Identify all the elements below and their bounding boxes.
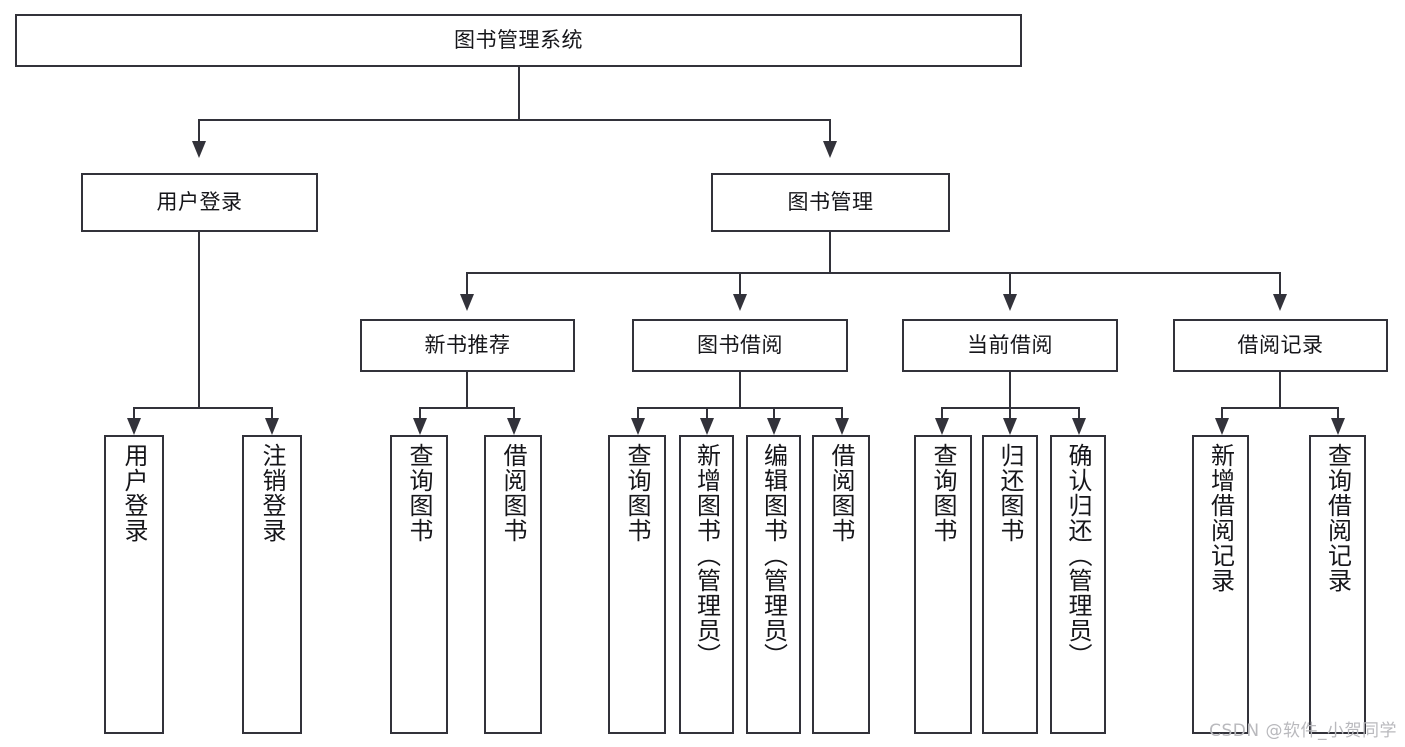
node-label: 图书管理系统 [454, 28, 583, 53]
connector-bb-leaf-3 [773, 407, 775, 419]
connector-br-leaf-2 [1337, 407, 1339, 419]
leaf-new-book-borrow-books[interactable]: 借阅图书 [484, 435, 542, 734]
leaf-book-borrow-query-books[interactable]: 查询图书 [608, 435, 666, 734]
node-label: 借阅图书 [827, 443, 855, 543]
leaf-new-book-query-books[interactable]: 查询图书 [390, 435, 448, 734]
arrowhead-to-user-login [192, 141, 206, 158]
arrowhead-to-book-management [823, 141, 837, 158]
node-label: 图书借阅 [697, 333, 783, 358]
connector-user-login-stem [198, 232, 200, 407]
node-label: 编辑图书（管理员） [759, 443, 788, 668]
leaf-current-borrow-confirm-return-admin[interactable]: 确认归还（管理员） [1050, 435, 1106, 734]
node-label: 当前借阅 [967, 333, 1053, 358]
arrowhead-cb-leaf-3 [1072, 418, 1086, 435]
node-label: 归还图书 [996, 443, 1024, 543]
node-label: 查询借阅记录 [1323, 443, 1352, 593]
arrowhead-br-leaf-1 [1215, 418, 1229, 435]
connector-user-login-bar [133, 407, 272, 409]
arrowhead-current-borrow [1003, 294, 1017, 311]
connector-book-management-bar [466, 272, 1280, 274]
connector-current-borrow-stem [1009, 372, 1011, 407]
node-current-borrow[interactable]: 当前借阅 [902, 319, 1118, 372]
arrowhead-user-login-leaf-2 [265, 418, 279, 435]
connector-new-book-bar [419, 407, 514, 409]
leaf-book-borrow-borrow-books[interactable]: 借阅图书 [812, 435, 870, 734]
connector-bb-leaf-2 [706, 407, 708, 419]
connector-book-management-stem [829, 232, 831, 272]
connector-cb-leaf-1 [941, 407, 943, 419]
node-label: 用户登录 [120, 443, 148, 543]
leaf-borrow-record-query-record[interactable]: 查询借阅记录 [1309, 435, 1366, 734]
connector-bm-to-new-book [466, 272, 468, 294]
csdn-watermark: CSDN @软件_小贺同学 [1209, 721, 1397, 741]
connector-user-login-leaf-1 [133, 407, 135, 419]
leaf-current-borrow-query-books[interactable]: 查询图书 [914, 435, 972, 734]
arrowhead-new-book-leaf-2 [507, 418, 521, 435]
connector-root-to-user-login [198, 119, 200, 141]
connector-br-leaf-1 [1221, 407, 1223, 419]
leaf-book-borrow-edit-book-admin[interactable]: 编辑图书（管理员） [746, 435, 801, 734]
connector-cb-leaf-3 [1078, 407, 1080, 419]
leaf-user-login[interactable]: 用户登录 [104, 435, 164, 734]
connector-root-stem [518, 67, 520, 119]
node-label: 新书推荐 [424, 333, 511, 358]
node-label: 新增图书（管理员） [692, 443, 721, 668]
leaf-book-borrow-add-book-admin[interactable]: 新增图书（管理员） [679, 435, 734, 734]
node-label: 图书管理 [787, 190, 874, 215]
connector-root-to-book-management [829, 119, 831, 141]
node-label: 用户登录 [156, 190, 243, 215]
leaf-logout-login[interactable]: 注销登录 [242, 435, 302, 734]
connector-bb-leaf-1 [637, 407, 639, 419]
node-borrow-record[interactable]: 借阅记录 [1173, 319, 1388, 372]
arrowhead-cb-leaf-2 [1003, 418, 1017, 435]
arrowhead-user-login-leaf-1 [127, 418, 141, 435]
connector-book-borrow-stem [739, 372, 741, 407]
node-user-login[interactable]: 用户登录 [81, 173, 318, 232]
connector-new-book-leaf-2 [513, 407, 515, 419]
arrowhead-bb-leaf-2 [700, 418, 714, 435]
arrowhead-bb-leaf-3 [767, 418, 781, 435]
arrowhead-book-borrow [733, 294, 747, 311]
connector-borrow-record-stem [1279, 372, 1281, 407]
node-book-management[interactable]: 图书管理 [711, 173, 950, 232]
node-label: 查询图书 [405, 443, 433, 543]
connector-borrow-record-bar [1221, 407, 1338, 409]
node-label: 注销登录 [258, 443, 286, 543]
arrowhead-cb-leaf-1 [935, 418, 949, 435]
leaf-borrow-record-add-record[interactable]: 新增借阅记录 [1192, 435, 1249, 734]
node-label: 新增借阅记录 [1206, 443, 1235, 593]
arrowhead-new-book-recommend [460, 294, 474, 311]
node-label: 确认归还（管理员） [1064, 443, 1092, 668]
connector-bb-leaf-4 [841, 407, 843, 419]
node-label: 查询图书 [929, 443, 957, 543]
arrowhead-borrow-record [1273, 294, 1287, 311]
node-label: 借阅记录 [1237, 333, 1324, 358]
arrowhead-new-book-leaf-1 [413, 418, 427, 435]
connector-root-bar [198, 119, 831, 121]
node-root-book-management-system[interactable]: 图书管理系统 [15, 14, 1022, 67]
connector-bm-to-current-borrow [1009, 272, 1011, 294]
leaf-current-borrow-return-books[interactable]: 归还图书 [982, 435, 1038, 734]
node-label: 借阅图书 [499, 443, 527, 543]
node-book-borrow[interactable]: 图书借阅 [632, 319, 848, 372]
arrowhead-bb-leaf-4 [835, 418, 849, 435]
connector-cb-leaf-2 [1009, 407, 1011, 419]
connector-new-book-leaf-1 [419, 407, 421, 419]
connector-user-login-leaf-2 [271, 407, 273, 419]
connector-bm-to-book-borrow [739, 272, 741, 294]
connector-new-book-stem [466, 372, 468, 407]
node-label: 查询图书 [623, 443, 651, 543]
arrowhead-bb-leaf-1 [631, 418, 645, 435]
node-new-book-recommend[interactable]: 新书推荐 [360, 319, 575, 372]
connector-bm-to-borrow-record [1279, 272, 1281, 294]
connector-book-borrow-bar [637, 407, 843, 409]
arrowhead-br-leaf-2 [1331, 418, 1345, 435]
